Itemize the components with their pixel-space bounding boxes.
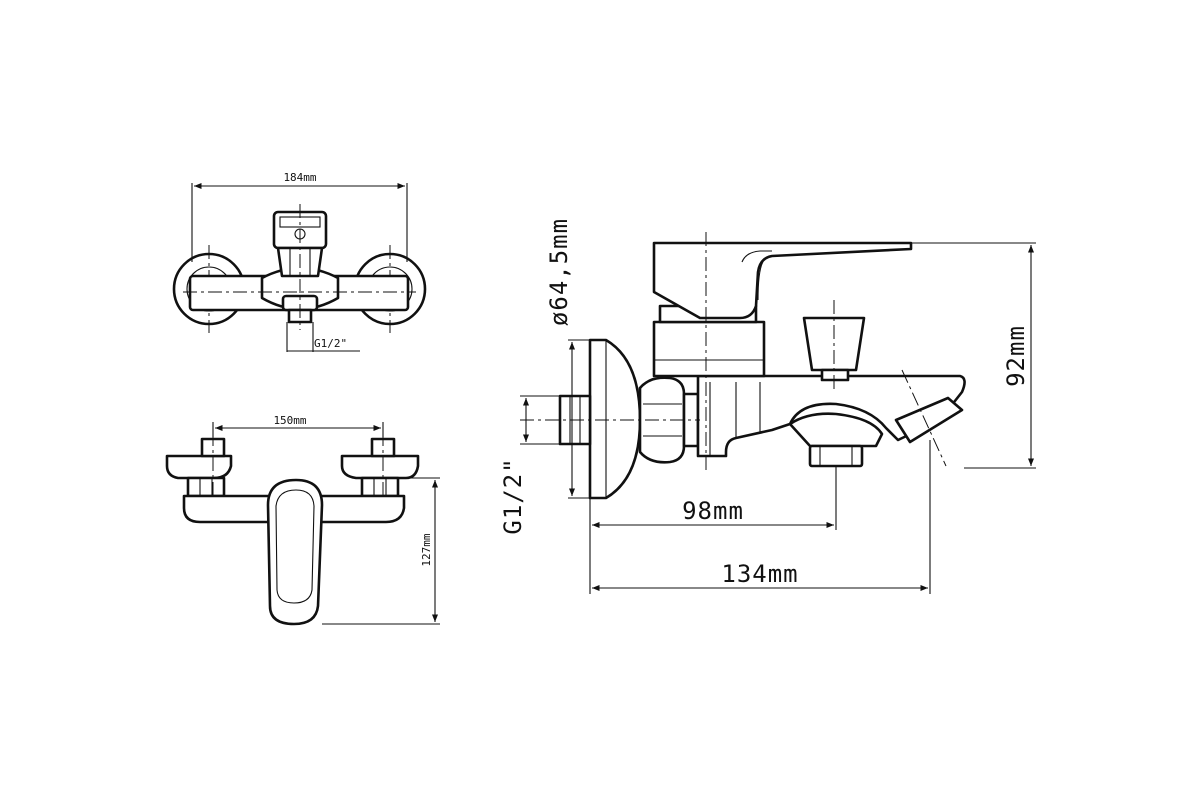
dimension-127mm: 127mm	[322, 477, 440, 625]
dimension-label-134mm: 134mm	[721, 560, 798, 588]
lever-handle-front	[266, 478, 324, 626]
dimension-label-92mm: 92mm	[1002, 325, 1030, 387]
lever-handle-side	[652, 241, 913, 320]
thread-label-side: G1/2"	[499, 457, 527, 534]
dimension-label-127mm: 127mm	[420, 533, 433, 566]
dimension-98mm: 98mm	[589, 466, 837, 594]
outlet-nut-top	[281, 204, 319, 330]
dimension-184mm: 184mm	[191, 171, 408, 262]
dimension-flange-diameter: ø64,5mm	[545, 218, 606, 499]
front-view: 150mm	[165, 414, 440, 626]
dimension-150mm: 150mm	[212, 414, 384, 437]
top-view: 184mm	[172, 171, 427, 352]
dimension-thread-side: G1/2"	[499, 395, 560, 535]
dimension-92mm: 92mm	[912, 242, 1036, 469]
right-eccentric-elbow	[340, 432, 420, 500]
dimension-label-184mm: 184mm	[283, 171, 316, 184]
shower-outlet-side	[894, 369, 964, 467]
left-eccentric-elbow	[165, 432, 233, 500]
dimension-134mm: 134mm	[592, 440, 931, 594]
dimension-thread-top: G1/2"	[286, 322, 360, 352]
dimension-label-150mm: 150mm	[273, 414, 306, 427]
diverter-knob-side	[802, 300, 866, 392]
side-view: ø64,5mm G1/2" 92mm 98mm 134mm	[499, 218, 1036, 594]
dimension-label-98mm: 98mm	[682, 497, 744, 525]
thread-label-top: G1/2"	[314, 337, 347, 350]
spout-outlet-side	[788, 412, 884, 468]
mixer-body-side	[696, 374, 966, 458]
dimension-label-flange-diameter: ø64,5mm	[545, 218, 573, 326]
